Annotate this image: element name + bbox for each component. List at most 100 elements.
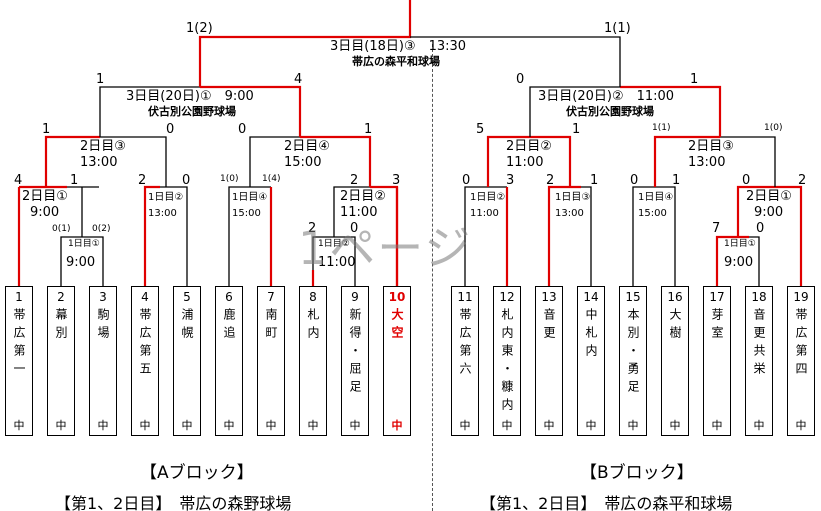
block-divider [432,44,433,511]
bracket-path [160,186,188,286]
match-time: 9:00 [66,255,96,270]
winner-path [300,135,372,187]
block-a-schedule: 【第1、2日目】 帯広の森野球場 [55,494,292,511]
match-time: 1日目③ 13:00 [555,192,591,219]
team-number: 12 [499,290,515,304]
team-suffix: 中 [501,419,513,432]
winner-path [143,185,160,286]
team-suffix: 中 [307,419,319,432]
team-suffix: 中 [97,419,109,432]
match-time: 11:00 [506,155,544,170]
team-name: 駒場 [96,308,110,344]
team-suffix: 中 [795,419,807,432]
match-time: 9:00 [754,205,784,220]
team-name: 芽室 [710,308,724,344]
score: 2 [798,173,807,188]
bracket-path [529,86,620,137]
match-venue: 帯広の森平和球場 [352,55,440,68]
match-time: 1日目④ 15:00 [232,192,268,219]
match-time: 11:00 [318,255,356,270]
bracket-path [228,186,271,286]
team-name: 鹿追 [222,308,236,344]
score: 0 [630,173,639,188]
score: 1 [70,173,79,188]
match-time: 1日目② [318,239,350,249]
score: 4 [294,72,303,87]
team-number: 17 [709,290,725,304]
winner-path [620,85,722,137]
team-box: 15 本別・勇足中 [619,286,647,436]
team-name: 幕別 [54,308,68,344]
team-suffix: 中 [543,419,555,432]
team-number: 6 [225,290,233,304]
score: 0 [166,122,175,137]
winner-path [200,85,302,137]
team-box: 2 幕別中 [47,286,75,436]
team-suffix: 中 [139,419,151,432]
match-time: 2日目① [22,189,68,204]
match-time: 13:00 [688,155,726,170]
match-time: 2日目① [746,189,792,204]
team-number: 15 [625,290,641,304]
match-time: 1日目② 13:00 [148,192,184,219]
team-number: 9 [351,290,359,304]
team-suffix: 中 [585,419,597,432]
score: 1 [672,173,681,188]
team-suffix: 中 [13,419,25,432]
score: 2 [308,221,317,236]
score: 1 [572,122,581,137]
score: 2 [350,173,359,188]
team-number: 2 [57,290,65,304]
score: 5 [476,122,485,137]
score: 0 [756,221,765,236]
score: 7 [712,221,721,236]
score: 1(0) [764,123,783,133]
bracket-path [720,136,776,187]
team-name: 大空 [390,308,404,344]
match-time: 2日目③ [688,139,734,154]
score: 1 [364,122,373,137]
match-time: 3日目(20日)② 11:00 [538,89,675,104]
team-name: 大樹 [668,308,682,344]
score: 0 [350,221,359,236]
team-suffix: 中 [627,419,639,432]
match-time: 1日目② 11:00 [470,192,506,219]
team-number: 16 [667,290,683,304]
match-time: 3日目(18日)③ 13:30 [330,39,467,54]
bracket-path [99,86,200,137]
team-name: 札内東・糠内 [500,308,514,416]
block-a-title: 【Aブロック】 [140,463,254,483]
score: 2 [138,173,147,188]
match-time: 2日目③ [80,139,126,154]
match-time: 9:00 [724,255,754,270]
team-suffix: 中 [349,419,361,432]
bracket-path [581,186,592,286]
winner-path [775,185,803,286]
team-suffix: 中 [753,419,765,432]
match-time: 15:00 [284,155,322,170]
team-suffix: 中 [55,419,67,432]
team-name: 札内 [306,308,320,344]
team-name: 新得・屈足 [348,308,362,398]
score: 0 [238,122,247,137]
team-number: 3 [99,290,107,304]
team-name: 本別・勇足 [626,308,640,398]
score: 3 [392,173,401,188]
match-venue: 伏古別公園野球場 [148,105,236,118]
block-b-title: 【Bブロック】 [580,463,694,483]
match-time: 2日目④ [284,139,330,154]
bracket-path [464,186,507,286]
team-number: 18 [751,290,767,304]
score: 0 [182,173,191,188]
